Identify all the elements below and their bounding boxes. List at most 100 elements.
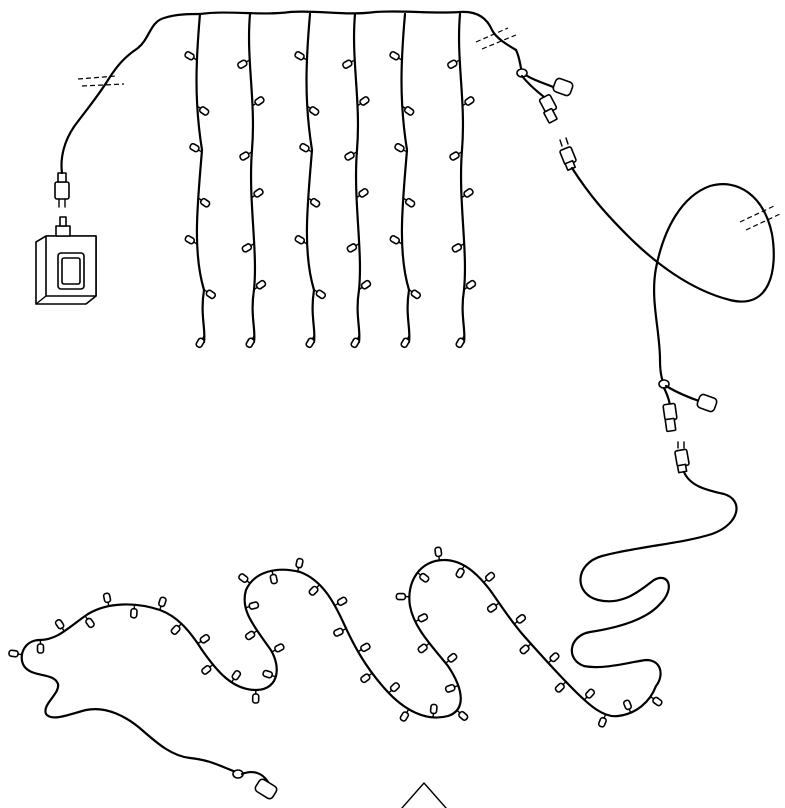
light-bulb [8, 649, 23, 658]
light-bulb [388, 682, 401, 694]
light-bulb [305, 334, 316, 349]
light-bulb [295, 557, 304, 573]
light-bulb [294, 235, 308, 245]
light-bulb [237, 59, 251, 69]
adapter-plug [54, 172, 70, 208]
light-bulb [429, 703, 438, 719]
light-bulb [444, 683, 459, 693]
light-bulb [483, 571, 496, 584]
curtain-strands [184, 12, 477, 349]
light-bulb [299, 142, 313, 153]
light-bulb [250, 188, 264, 199]
light-bulb [308, 583, 321, 596]
light-bulb [456, 709, 469, 721]
light-bulb [519, 643, 532, 655]
cable-break-mark [475, 27, 517, 50]
power-adapter [35, 216, 97, 305]
light-bulb [355, 188, 369, 199]
light-bulb [201, 663, 214, 675]
light-bulb [203, 288, 217, 300]
light-bulb [389, 235, 403, 245]
light-bulb [251, 96, 265, 107]
light-bulb [313, 288, 327, 300]
light-bulb [399, 708, 410, 722]
light-bulb [196, 105, 210, 116]
cable-break-mark [77, 75, 125, 87]
light-bulb [461, 96, 475, 107]
triangle-mark [401, 782, 447, 808]
curtain-strand [400, 12, 411, 344]
light-bulb [294, 51, 308, 61]
light-bulb [342, 59, 356, 69]
light-bulb [447, 59, 461, 69]
light-bulb [253, 279, 267, 291]
light-bulb [197, 633, 211, 645]
light-bulb [455, 334, 466, 349]
light-bulb [408, 288, 422, 300]
light-bulb [649, 695, 663, 707]
curtain-lights [184, 10, 518, 349]
light-bulb [244, 601, 260, 610]
light-bulb [346, 242, 360, 253]
light-bulb [245, 334, 256, 349]
light-bulb [36, 639, 45, 654]
light-bulb [241, 242, 255, 253]
light-bulb [414, 613, 429, 623]
light-bulb [445, 652, 458, 664]
light-bulb [238, 573, 251, 584]
light-bulb [102, 592, 112, 607]
light-bulb [358, 279, 372, 291]
curtain-strand [247, 12, 257, 344]
light-bulb [434, 546, 443, 561]
light-bulb [389, 51, 403, 61]
light-bulb [400, 334, 411, 349]
light-bulb [513, 613, 527, 625]
light-bulb [357, 642, 371, 653]
light-bulb [344, 151, 358, 161]
curtain-strand [195, 12, 206, 344]
light-bulb [583, 688, 596, 701]
light-bulb [262, 669, 277, 679]
light-bulb [129, 604, 138, 619]
string-light-chain [20, 558, 658, 774]
light-bulb [197, 197, 211, 208]
extension-cable-lower [570, 470, 738, 688]
chain-bulbs [8, 546, 663, 728]
light-bulb [402, 197, 416, 208]
y-connector-2 [658, 379, 718, 433]
light-bulb [158, 596, 167, 611]
extension-cable-loop [570, 166, 775, 386]
light-bulb [622, 699, 633, 714]
light-bulb [597, 713, 607, 728]
light-bulb [547, 652, 560, 664]
light-bulb [417, 642, 431, 654]
light-bulb [401, 105, 415, 116]
light-bulb [463, 279, 477, 291]
cable-break-mark [739, 205, 781, 231]
light-bulb [360, 672, 373, 684]
end-connector [232, 769, 278, 800]
light-bulb [170, 622, 183, 635]
light-bulb [395, 592, 411, 601]
light-bulb [195, 334, 206, 349]
curtain-strand [352, 12, 362, 344]
light-bulb [271, 643, 285, 653]
light-bulb [333, 627, 347, 637]
light-bulb [455, 564, 465, 579]
light-bulb [184, 235, 198, 245]
light-bulb [350, 334, 361, 349]
light-bulb [554, 681, 567, 693]
curtain-strand [305, 12, 316, 344]
light-bulb [394, 142, 408, 153]
light-bulb [460, 188, 474, 199]
light-bulb [84, 615, 95, 629]
y-connector-1 [514, 48, 574, 124]
light-bulb [356, 96, 370, 107]
curtain-strand [457, 12, 467, 344]
light-bulb [239, 151, 253, 161]
light-bulb [416, 571, 430, 583]
curtain-top-cable [198, 10, 518, 52]
light-bulb [54, 618, 66, 632]
light-bulb [307, 197, 321, 208]
